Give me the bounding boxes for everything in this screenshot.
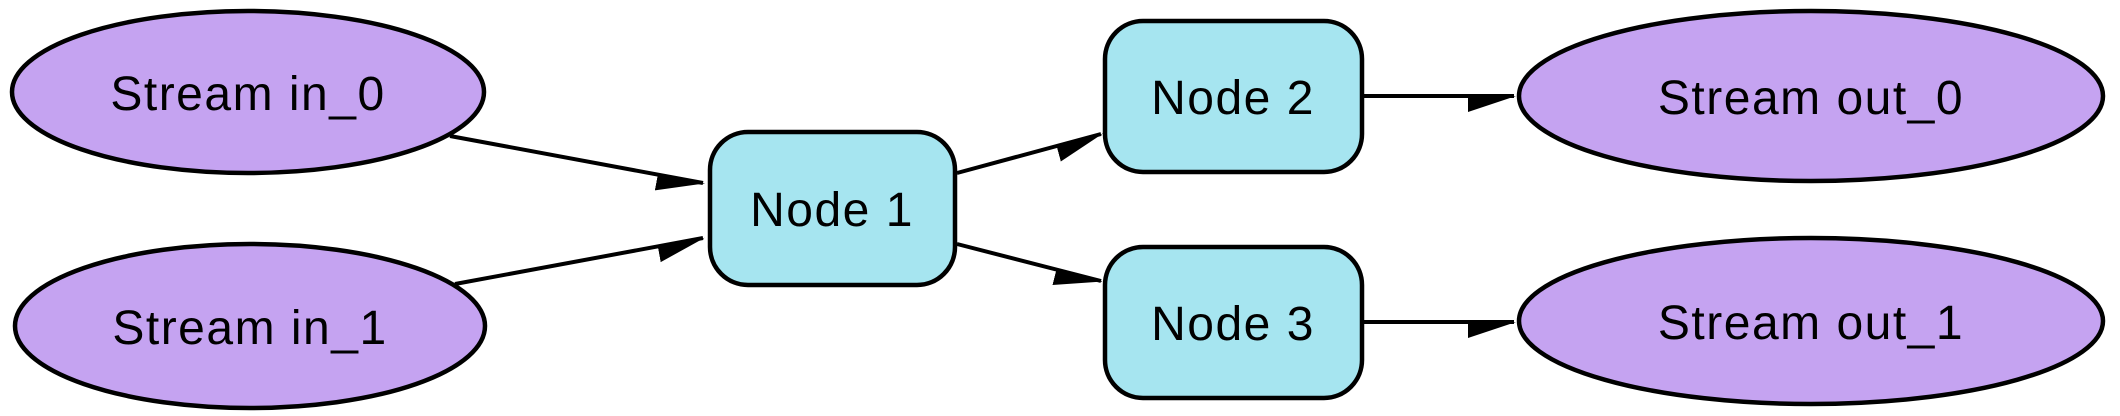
node-stream-in-0: Stream in_0 (9, 8, 487, 176)
stream-out-1-ellipse (1516, 235, 2106, 407)
stream-out-0-ellipse (1516, 8, 2106, 184)
node-3-box (1102, 244, 1365, 401)
edge-node-1-to-node-2 (956, 132, 1101, 175)
node-1: Node 1 (707, 129, 958, 288)
node-1-box (707, 129, 958, 288)
node-1-label: Node 1 (750, 184, 914, 237)
node-2: Node 2 (1102, 18, 1365, 175)
node-3: Node 3 (1102, 244, 1365, 401)
stream-in-0-ellipse (9, 8, 487, 176)
stream-out-0-label: Stream out_0 (1658, 72, 1964, 125)
stream-out-1-label: Stream out_1 (1658, 297, 1964, 350)
node-2-label: Node 2 (1151, 72, 1315, 125)
stream-in-1-ellipse (12, 241, 488, 411)
stream-in-1-label: Stream in_1 (112, 302, 387, 355)
edge-layer (449, 94, 1514, 322)
node-2-box (1102, 18, 1365, 175)
node-stream-out-0: Stream out_0 (1516, 8, 2106, 184)
stream-in-0-label: Stream in_0 (110, 68, 385, 121)
edge-node-2-to-node-3 (956, 242, 1101, 281)
node-stream-in-1: Stream in_1 (12, 241, 488, 411)
node-3-label: Node 3 (1151, 298, 1315, 351)
edge-stream-in-0-to-node-1 (449, 134, 703, 183)
edge-stream-in-1-to-node-1 (454, 236, 703, 286)
node-stream-out-1: Stream out_1 (1516, 235, 2106, 407)
